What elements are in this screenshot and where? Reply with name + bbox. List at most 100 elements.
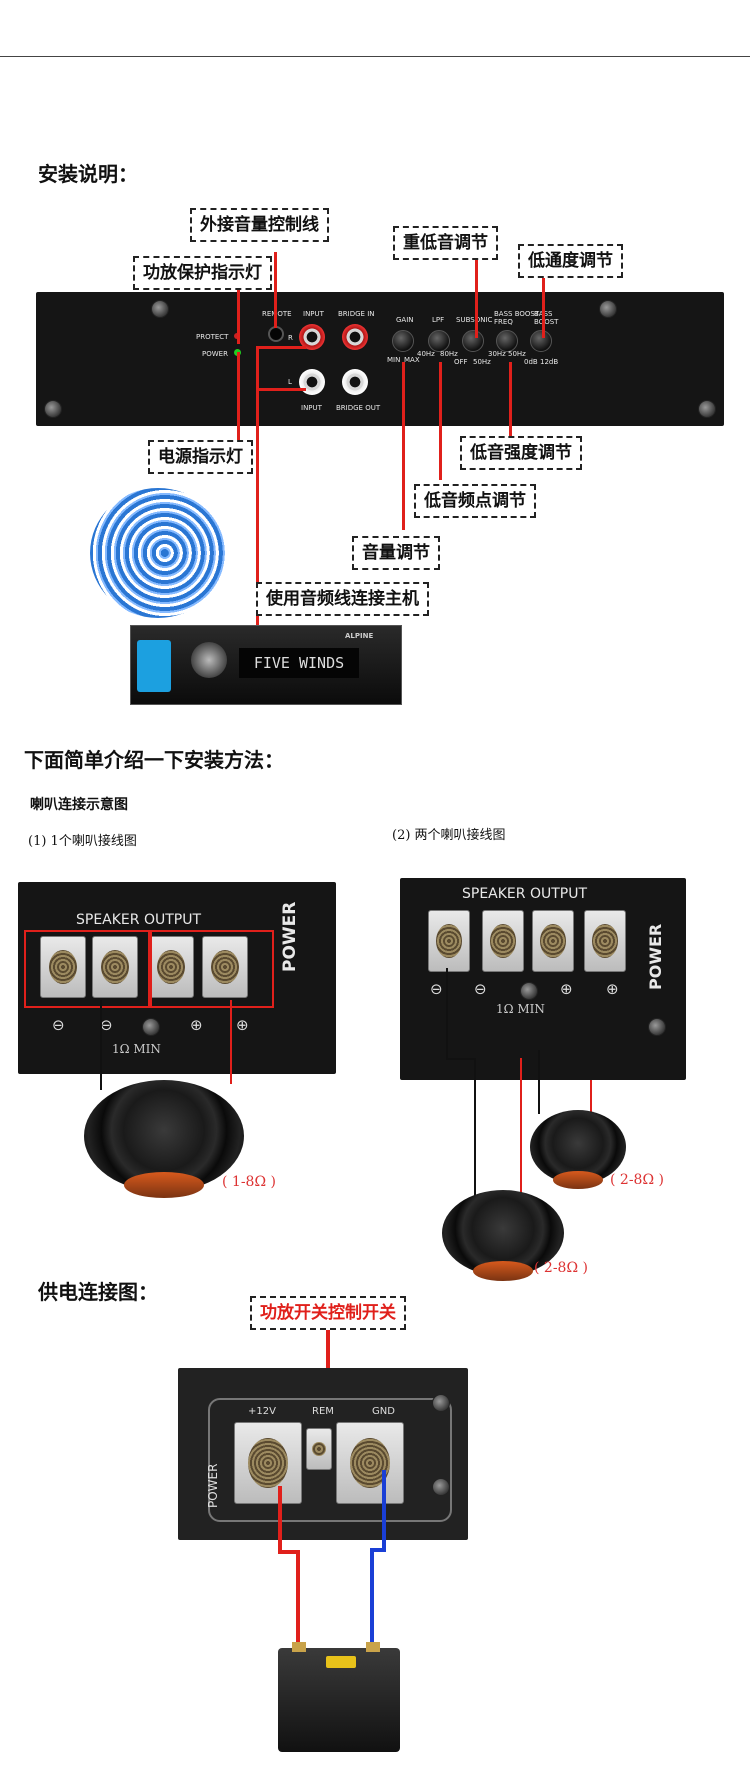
gain-knob[interactable] — [392, 330, 414, 352]
speaker-1-icon — [84, 1080, 244, 1198]
minus-symbol-icon: ⊖ — [474, 980, 487, 998]
terminal-2 — [92, 936, 138, 998]
terminal-3 — [148, 936, 194, 998]
label-gnd: GND — [372, 1406, 395, 1417]
install-title: 安装说明： — [38, 162, 138, 186]
volume-knob-icon — [191, 642, 227, 678]
wire-power-led — [237, 352, 240, 442]
terminal-1 — [40, 936, 86, 998]
screw-icon — [698, 400, 716, 418]
battery-positive-icon — [292, 1642, 306, 1652]
car-head-unit: FIVE WINDS ALPINE — [130, 625, 402, 705]
bass-boost-freq-knob[interactable] — [496, 330, 518, 352]
wire-host-r — [256, 346, 306, 349]
rca-bridge-out-icon — [342, 369, 368, 395]
screw-icon — [432, 1394, 450, 1412]
speaker-output-label-2: SPEAKER OUTPUT — [462, 886, 588, 902]
label-off: OFF — [454, 358, 468, 366]
label-l: L — [288, 378, 292, 386]
label-subsonic: SUBSONIC — [456, 316, 492, 324]
minus-symbol-icon: ⊖ — [430, 980, 443, 998]
screw-icon — [648, 1018, 666, 1036]
screw-icon — [432, 1478, 450, 1496]
terminal-rem — [306, 1428, 332, 1470]
screw-icon — [142, 1018, 160, 1036]
label-gain: GAIN — [396, 316, 414, 324]
speaker-diagram-subtitle: 喇叭连接示意图 — [30, 797, 128, 813]
label-bass-boost: BASS BOOST — [534, 310, 559, 326]
rca-input-right-icon — [299, 324, 325, 350]
head-unit-brand: ALPINE — [345, 632, 374, 640]
impedance-label-1: ( 1-8Ω ) — [222, 1174, 276, 1190]
label-protect: PROTECT — [196, 333, 229, 341]
speaker-output-label-1: SPEAKER OUTPUT — [76, 912, 202, 928]
label-input: INPUT — [303, 310, 324, 318]
label-80hz: 80Hz — [440, 350, 458, 358]
diagram2-label: (2) 两个喇叭接线图 — [392, 828, 506, 843]
plus-symbol-icon: ⊕ — [236, 1016, 249, 1034]
callout-protect-led: 功放保护指示灯 — [133, 256, 272, 290]
minus-symbol-icon: ⊖ — [100, 1016, 113, 1034]
rca-bridge-in-icon — [342, 324, 368, 350]
power-label-1: POWER — [280, 901, 300, 972]
label-rem: REM — [312, 1406, 334, 1417]
callout-bass-strength: 低音强度调节 — [460, 436, 582, 470]
top-divider — [0, 56, 750, 57]
label-0db: 0dB — [524, 358, 538, 366]
install-method-title: 下面简单介绍一下安装方法： — [24, 748, 284, 772]
speaker-output-panel-1: SPEAKER OUTPUT ⊖ ⊖ ⊕ ⊕ 1Ω MIN POWER — [18, 882, 336, 1074]
callout-bass-freq: 低音频点调节 — [414, 484, 536, 518]
terminal-12v — [234, 1422, 302, 1504]
wire-gnd-a — [382, 1470, 386, 1550]
callout-remote-line: 外接音量控制线 — [190, 208, 329, 242]
screw-icon — [151, 300, 169, 318]
wire-remote — [274, 252, 277, 328]
label-12db: 12dB — [540, 358, 559, 366]
rca-cable-coil-icon — [90, 488, 226, 618]
rca-input-left-icon — [299, 369, 325, 395]
wire-volume — [402, 362, 405, 530]
wire-2-neg-a — [446, 968, 448, 1058]
bridge-box-left — [24, 930, 152, 1008]
label-max: MAX — [404, 356, 420, 364]
label-50hz-b: 50Hz — [508, 350, 526, 358]
label-power: POWER — [202, 350, 228, 358]
label-lpf: LPF — [432, 316, 445, 324]
plus-symbol-icon: ⊕ — [190, 1016, 203, 1034]
plus-symbol-icon: ⊕ — [606, 980, 619, 998]
wire-2-pos-a — [520, 1058, 522, 1198]
battery-negative-icon — [366, 1642, 380, 1652]
lpf-knob[interactable] — [428, 330, 450, 352]
plus-symbol-icon: ⊕ — [560, 980, 573, 998]
callout-power-switch: 功放开关控制开关 — [250, 1296, 406, 1330]
bridge-box-right — [148, 930, 274, 1008]
wire-gnd-c — [370, 1548, 374, 1660]
terminal-4 — [202, 936, 248, 998]
wire-lowpass — [542, 276, 545, 338]
label-min: MIN — [387, 356, 401, 364]
wire-bass-freq — [439, 362, 442, 480]
min-impedance-1: 1Ω MIN — [112, 1042, 161, 1056]
power-connection-title: 供电连接图： — [38, 1280, 158, 1304]
callout-lowpass: 低通度调节 — [518, 244, 623, 278]
bass-boost-knob[interactable] — [530, 330, 552, 352]
wire-host-l — [256, 388, 306, 391]
label-40hz: 40Hz — [417, 350, 435, 358]
remote-jack-icon — [268, 326, 284, 342]
terminal-1 — [428, 910, 470, 972]
label-50hz: 50Hz — [473, 358, 491, 366]
power-label-2: POWER — [646, 923, 665, 990]
screw-icon — [520, 982, 538, 1000]
wire-2-neg-a-h — [446, 1058, 474, 1060]
label-12v: +12V — [248, 1406, 276, 1417]
label-r: R — [288, 334, 293, 342]
wire-gnd-b — [370, 1548, 386, 1552]
wire-bass-strength — [509, 362, 512, 438]
label-bridge-out: BRIDGE OUT — [336, 404, 381, 412]
speaker-output-panel-2: SPEAKER OUTPUT ⊖ ⊖ ⊕ ⊕ 1Ω MIN POWER — [400, 878, 686, 1080]
label-input-bottom: INPUT — [301, 404, 322, 412]
callout-volume: 音量调节 — [352, 536, 440, 570]
wire-neg-1 — [100, 1000, 102, 1090]
terminal-2 — [482, 910, 524, 972]
subsonic-knob[interactable] — [462, 330, 484, 352]
